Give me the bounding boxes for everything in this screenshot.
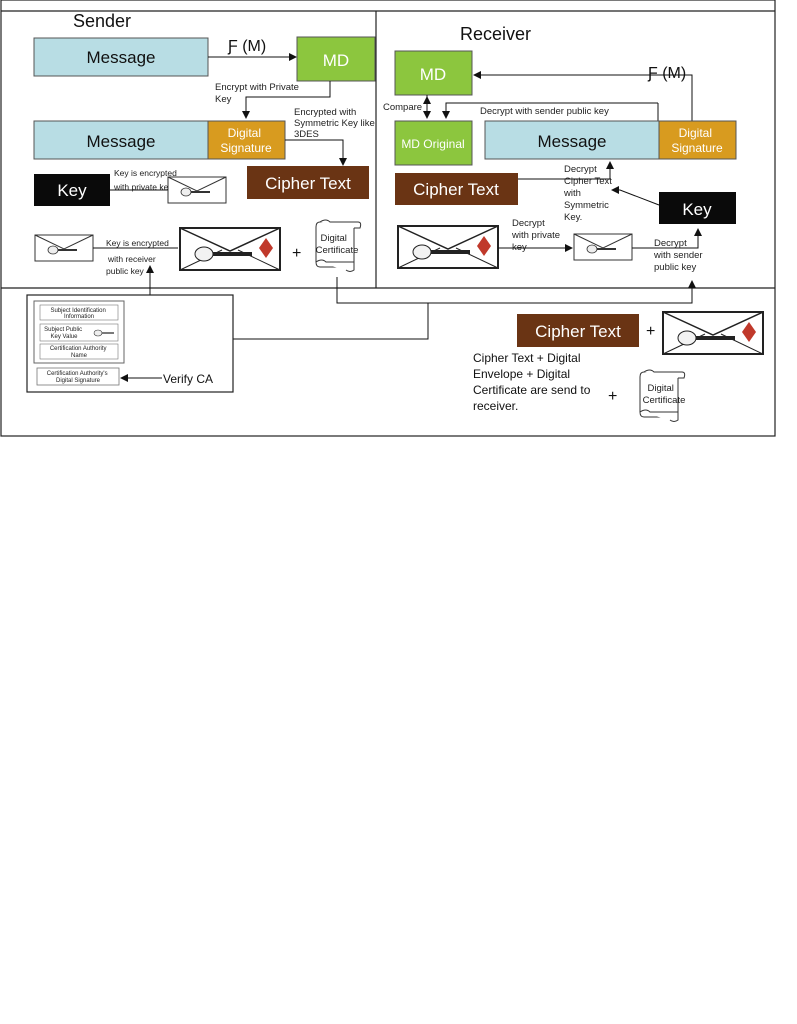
cert-ca-signature-box — [36, 367, 120, 386]
sender-digital-envelope-icon — [178, 226, 282, 272]
receiver-signature-box — [658, 120, 737, 160]
decrypt-symmetric-note: Decrypt Cipher Text with Symmetric Key. — [563, 164, 615, 223]
decrypt-private-note: Decrypt with private key — [511, 218, 563, 253]
receiver-digital-envelope-icon — [396, 224, 500, 270]
receiver-cipher-label: Cipher Text — [413, 180, 499, 199]
sender-signature-label: Digital Signature — [220, 126, 272, 155]
bottom-summary-text: Cipher Text + Digital Envelope + Digital… — [473, 351, 594, 413]
receiver-md-label: MD — [420, 65, 446, 84]
bottom-plus-1: + — [646, 323, 655, 340]
receiver-title: Receiver — [460, 24, 531, 44]
sender-key-label: Key — [57, 181, 87, 200]
receiver-cipher-box — [395, 173, 518, 205]
md-original-box — [394, 120, 473, 166]
sender-key-box — [34, 174, 110, 206]
sender-cipher-box — [247, 166, 369, 199]
sender-message-box — [33, 37, 209, 77]
receiver-key-label: Key — [682, 200, 712, 219]
receiver-hash-label: Ƒ (M) — [647, 65, 686, 82]
sender-message2-box — [33, 120, 209, 160]
encrypted-symmetric-note: Encrypted with Symmetric Key like 3DES — [294, 107, 377, 140]
cert-key-icon — [93, 329, 103, 337]
compare-label: Compare — [383, 102, 422, 113]
cert-field-subject-id-text: Subject Identification Information — [50, 308, 107, 320]
bottom-certificate-label: Digital Certificate — [643, 383, 686, 406]
cert-field-ca-name-text: Certification Authority Name — [50, 346, 108, 359]
sender-envelope-small-icon — [167, 176, 227, 204]
key-encrypted-receiver-note: Key is encrypted with receiver public ke… — [106, 238, 171, 276]
cert-field-public-key-text: Subject Public Key Value — [44, 327, 84, 340]
sender-hash-label: Ƒ (M) — [227, 38, 266, 55]
cert-field-public-key — [39, 323, 119, 342]
sender-title: Sender — [73, 11, 131, 31]
bottom-cipher-box — [517, 314, 639, 347]
md-original-label: MD Original — [401, 137, 464, 151]
bottom-plus-2: + — [608, 388, 617, 405]
receiver-md-box — [394, 50, 473, 96]
sender-md-label: MD — [323, 51, 349, 70]
receiver-signature-label: Digital Signature — [671, 126, 723, 155]
sender-certificate-label: Digital Certificate — [316, 233, 359, 256]
receiver-key-box — [659, 192, 736, 224]
sender-message2-label: Message — [87, 132, 156, 151]
cert-field-subject-id — [39, 304, 119, 321]
sender-md-box — [296, 36, 376, 82]
sender-cipher-label: Cipher Text — [265, 174, 351, 193]
receiver-message-label: Message — [538, 132, 607, 151]
sender-message-label: Message — [87, 48, 156, 67]
bottom-digital-envelope-icon — [661, 310, 765, 356]
key-encrypted-private-note: Key is encrypted with private key — [113, 168, 179, 192]
sender-plus: + — [292, 245, 301, 262]
sender-envelope-icon — [34, 234, 94, 262]
outer-frame — [0, 0, 776, 437]
bottom-cipher-label: Cipher Text — [535, 322, 621, 341]
cert-ca-signature-text: Certification Authority's Digital Signat… — [47, 371, 110, 384]
decrypt-sender-note: Decrypt with sender public key — [653, 238, 705, 273]
verify-ca-label: Verify CA — [163, 372, 213, 386]
receiver-envelope-small-icon — [573, 233, 633, 261]
decrypt-sender-public-note: Decrypt with sender public key — [480, 106, 609, 117]
cert-field-ca-name — [39, 343, 119, 360]
encrypt-private-key-note: Encrypt with Private Key — [215, 82, 302, 105]
